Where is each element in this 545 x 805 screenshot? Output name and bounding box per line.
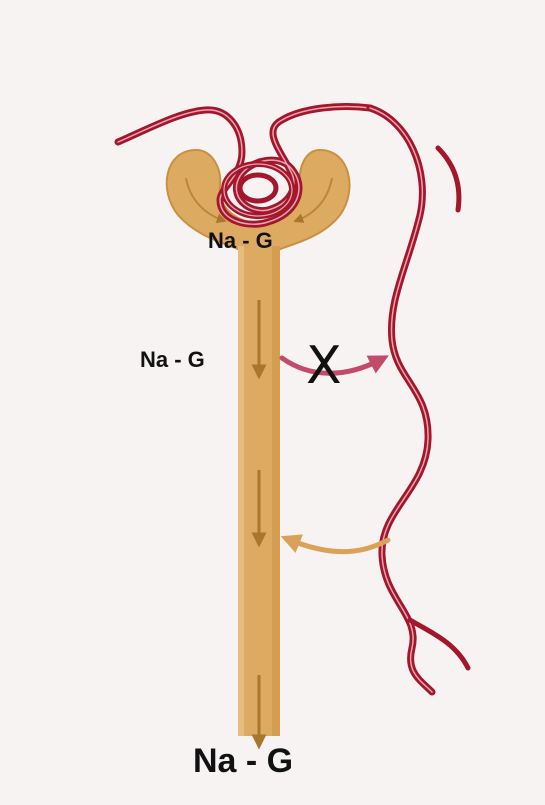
blocked-mark: X: [306, 340, 342, 392]
peritubular-capillary: [370, 108, 468, 692]
label-na-g-middle: Na - G: [140, 347, 205, 373]
secretion-arrow: [290, 540, 388, 552]
label-na-g-top: Na - G: [208, 228, 273, 254]
capillary-fragment-lower: [410, 620, 468, 668]
label-na-g-bottom: Na - G: [193, 742, 293, 781]
capillary-fragment-upper: [438, 148, 459, 210]
